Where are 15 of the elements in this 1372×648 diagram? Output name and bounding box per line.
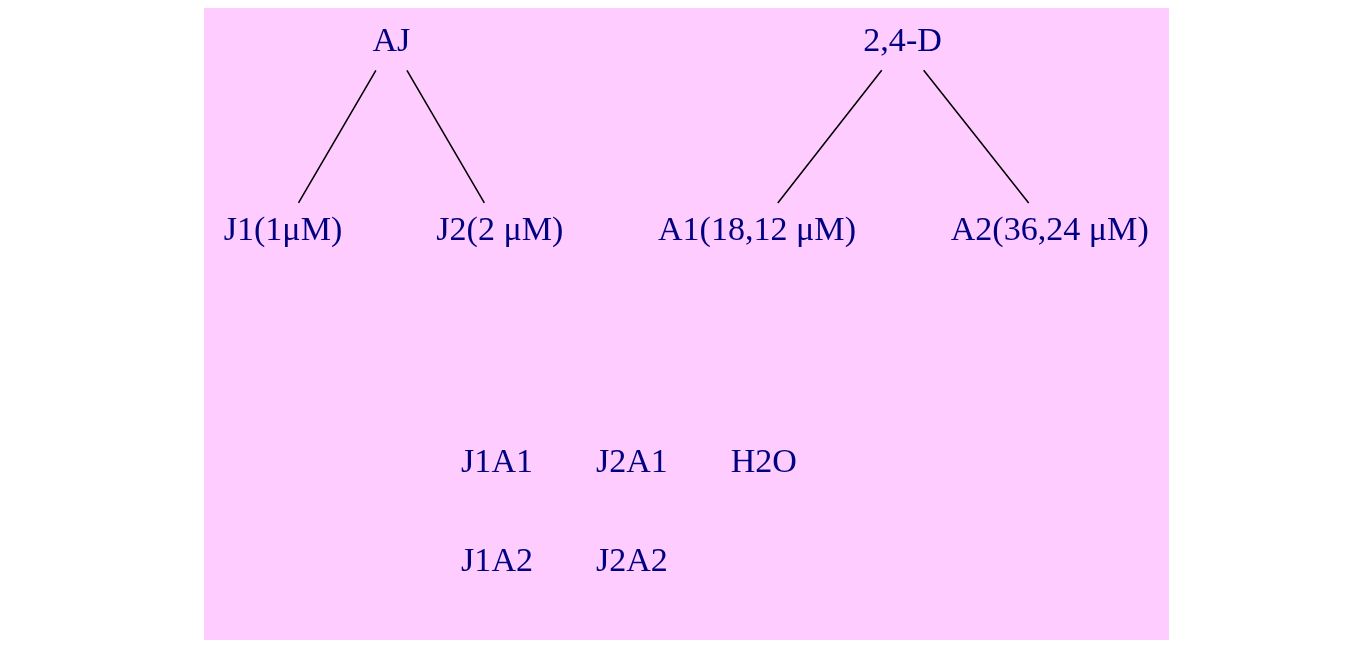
node-text: 2,4-D xyxy=(862,20,942,58)
label: J1A1 xyxy=(460,442,533,480)
label: J2A1 xyxy=(595,442,668,480)
node-text: A1(18,12 μM) xyxy=(657,209,856,247)
connector xyxy=(405,69,485,204)
connector xyxy=(297,69,377,204)
node-text: J1(1μM) xyxy=(223,209,342,247)
connector xyxy=(922,69,1029,204)
node-text: AJ xyxy=(371,20,410,58)
connector xyxy=(776,69,882,204)
label: J1A2 xyxy=(460,541,533,579)
label: H2O xyxy=(730,442,797,480)
node-text: A2(36,24 μM) xyxy=(950,209,1149,247)
node-text: J2(2 μM) xyxy=(435,209,563,247)
label: J2A2 xyxy=(595,541,668,579)
